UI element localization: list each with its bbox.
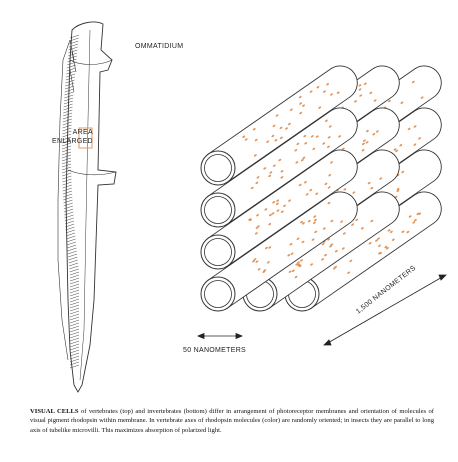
microvillus-line [70,320,79,323]
microvillus-line [68,50,77,53]
tube-end-inner [205,281,232,308]
microvillus-line [70,335,79,338]
microvillus-line [64,203,73,206]
microvillus-line [70,338,79,341]
microvillus-line [64,206,73,209]
microvillus-line [70,317,79,320]
microvillus-line [70,275,79,278]
tube-end-inner [205,239,232,266]
microvillus-line [62,158,71,161]
microvillus-line [70,281,79,284]
microvillus-line [69,260,78,263]
visual-cell [58,22,116,392]
microvillus-line [70,302,79,305]
microvillus-line [70,344,79,347]
microvillus-line [70,299,79,302]
figure-caption: VISUAL CELLS of vertebrates (top) and in… [30,407,434,435]
microvillus-line [67,68,76,71]
microvillus-line [70,269,79,272]
microvillus-line [70,296,79,299]
microvillus-line [62,152,71,155]
microvillus-line [63,110,72,113]
microvillus-line [70,326,79,329]
caption-lead: VISUAL CELLS [30,408,79,415]
microvillus-line [70,290,79,293]
microvillus-line [66,80,75,83]
microvillus-line [70,272,79,275]
microvillus-line [67,65,76,68]
diagram [0,0,458,400]
microvillus-line [64,209,73,212]
microvillus-line [70,305,79,308]
microvillus-line [70,287,79,290]
microvillus-line [63,197,72,200]
caption-text: of vertebrates (top) and invertebrates (… [30,408,434,434]
microvillus-line [67,59,76,62]
microvillus-line [66,233,75,236]
microvillus-line [62,149,71,152]
fifty-nanometers-label: 50 NANOMETERS [183,347,246,354]
microvillus-line [68,257,77,260]
ommatidium-label: OMMATIDIUM [135,43,183,50]
microvillus-line [70,311,79,314]
microvillus-line [70,293,79,296]
microvillus-line [68,251,77,254]
microvillus-line [63,185,72,188]
microvillus-line [63,188,72,191]
microvillus-line [70,329,79,332]
area-label-line1: AREA [52,128,93,137]
rhabdom-fringe [58,40,76,360]
microvillus-line [63,191,72,194]
microvillus-line [67,242,76,245]
tube-end-inner [205,197,232,224]
microvillus-line [62,146,71,149]
cell-band [68,60,116,175]
microvillus-line [65,215,74,218]
microvillus-line [68,56,77,59]
microvillus-line [70,308,79,311]
area-label-line2: ENLARGED [52,137,93,146]
microvillus-line [67,239,76,242]
microvillus-line [70,347,79,350]
microvillus-line [68,254,77,257]
area-enlarged-label: AREA ENLARGED [52,128,93,146]
microvillus-line [70,350,79,353]
microvillus-line [70,323,79,326]
microvillus-line [62,155,71,158]
microvillus-line [70,284,79,287]
microvillus-line [66,230,75,233]
microvillus-line [70,341,79,344]
microvillus-line [69,44,78,47]
microvillus-line [63,113,72,116]
microvillus-line [67,248,76,251]
tube-end-inner [205,155,232,182]
microvillus-line [63,200,72,203]
microvillus-line [63,119,72,122]
microvillus-line [70,353,79,356]
microvillus-line [63,122,72,125]
microvillus-line [67,245,76,248]
microvillus-line [70,314,79,317]
microvillus-line [69,263,78,266]
arrow-50nm [198,334,242,339]
microvillus-line [70,332,79,335]
microvillus-line [69,47,78,50]
microvillus-line [63,194,72,197]
microvillus-line [66,236,75,239]
microvilli-lines [62,35,79,368]
microvillus-line [70,278,79,281]
microvillus-line [66,77,75,80]
microvillus-line [63,116,72,119]
microvillus-line [69,266,78,269]
microvillus-line [64,212,73,215]
microvillus-line [63,182,72,185]
cell-inner-line [80,30,90,380]
